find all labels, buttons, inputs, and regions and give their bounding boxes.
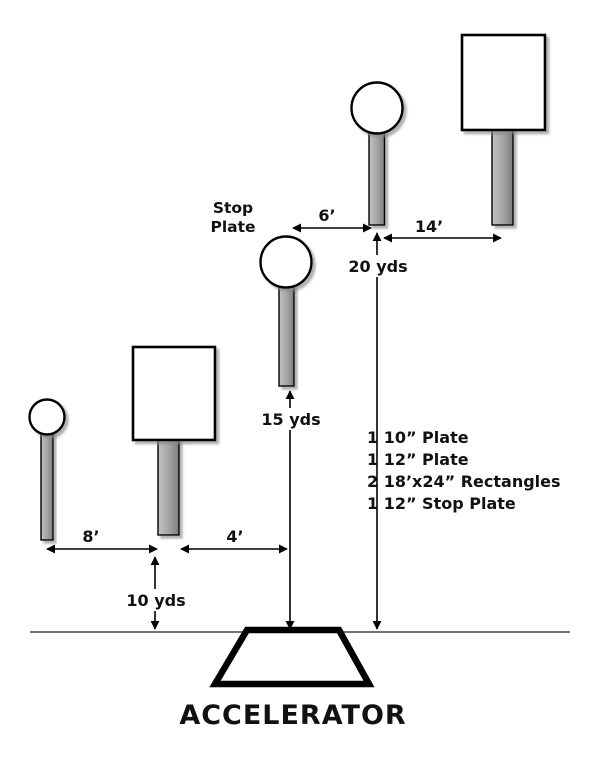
dimension-label-20yds: 20 yds	[348, 257, 407, 276]
label-backer-10yds	[120, 589, 191, 611]
stop-plate-callout: Stop Plate	[210, 199, 255, 236]
stop-plate-target	[259, 235, 313, 289]
dimension-label-14ft: 14’	[415, 217, 443, 236]
post-left-plate	[40, 429, 54, 541]
parts-list-item: 1 12” Plate	[367, 450, 469, 469]
post-upper-plate	[368, 129, 386, 226]
rectangle-target-right	[460, 33, 547, 132]
round-plate-12in	[350, 81, 404, 135]
round-plate-10in	[28, 398, 66, 436]
dimension-label-6ft: 6’	[318, 206, 335, 225]
dimension-lines	[46, 223, 502, 630]
shooting-box	[209, 626, 375, 688]
rectangle-target-left	[131, 345, 217, 442]
targets	[28, 33, 547, 442]
post-stop-plate	[278, 283, 295, 387]
post-right-rectangle	[491, 127, 514, 226]
parts-list: 1 10” Plate 1 12” Plate 2 18’x24” Rectan…	[367, 428, 561, 513]
parts-list-item: 1 10” Plate	[367, 428, 469, 447]
dimension-label-15yds: 15 yds	[261, 410, 320, 429]
stage-title: ACCELERATOR	[179, 700, 406, 731]
stop-plate-label-line1: Stop	[213, 199, 253, 217]
dimension-label-10yds: 10 yds	[126, 591, 185, 610]
label-backer-15yds	[258, 408, 323, 430]
label-backer-20yds	[344, 255, 412, 277]
stop-plate-label-line2: Plate	[210, 218, 255, 236]
dimension-label-4ft: 4’	[226, 527, 243, 546]
post-left-rectangle	[157, 437, 180, 536]
parts-list-item: 2 18’x24” Rectangles	[367, 472, 561, 491]
parts-list-item: 1 12” Stop Plate	[367, 494, 516, 513]
dimension-label-8ft: 8’	[82, 527, 99, 546]
